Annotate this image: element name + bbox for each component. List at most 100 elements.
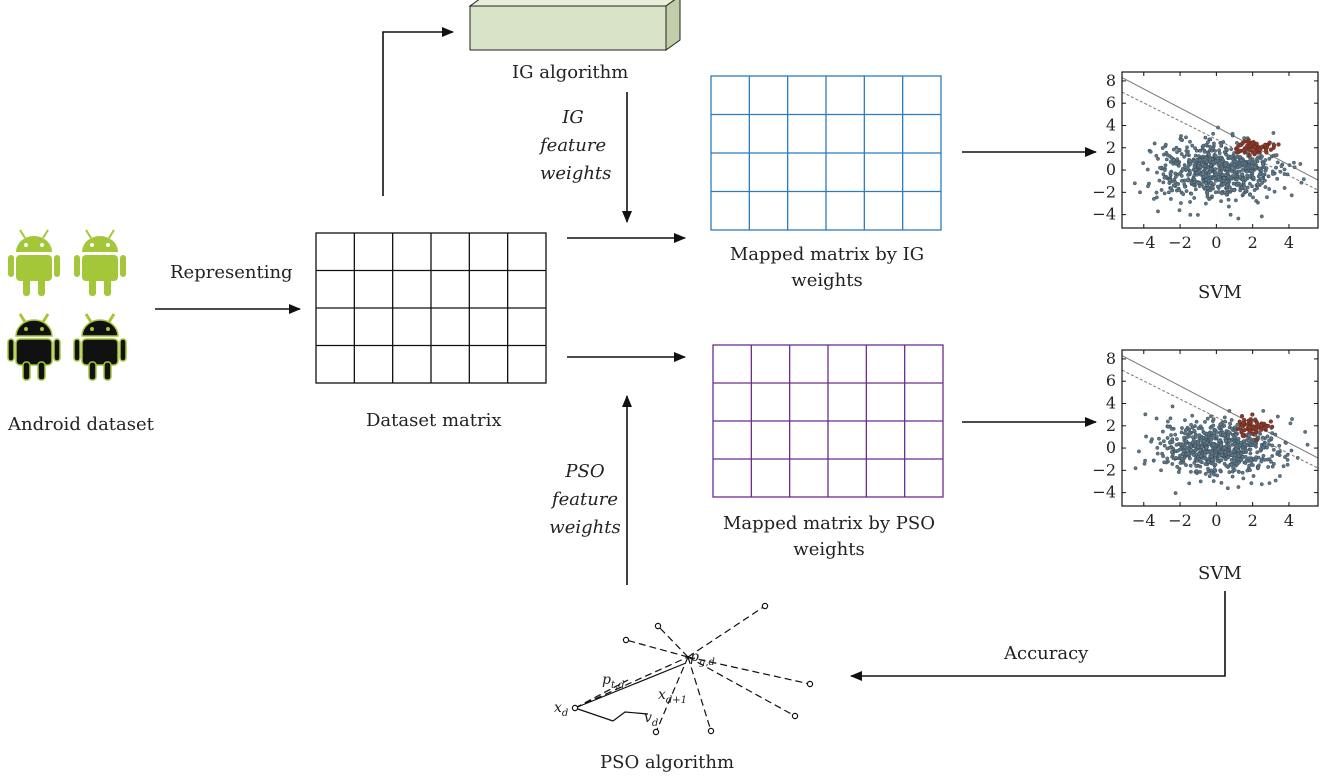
data-point: [1179, 178, 1184, 183]
data-point: [1226, 197, 1231, 202]
x-tick-label: 0: [1211, 511, 1221, 530]
data-point: [1197, 184, 1202, 189]
pso-weights-line-2: feature: [551, 489, 619, 510]
data-point: [1288, 421, 1293, 426]
data-point: [1229, 154, 1234, 159]
data-point: [1195, 458, 1200, 463]
data-point: [1162, 460, 1167, 465]
y-tick-label: 2: [1106, 416, 1116, 435]
data-point: [1186, 178, 1190, 183]
data-point: [1230, 474, 1235, 479]
data-point: [1213, 149, 1218, 153]
data-point: [1254, 444, 1258, 449]
data-point: [1196, 213, 1200, 217]
data-point: [1260, 180, 1265, 185]
data-point: [1256, 463, 1261, 468]
pso-particle: [652, 728, 660, 736]
data-point: [1154, 195, 1159, 200]
data-point: [1185, 152, 1189, 157]
data-point: [1143, 412, 1148, 417]
data-point: [1168, 159, 1173, 164]
data-point: [1138, 190, 1142, 195]
data-point: [1201, 185, 1206, 190]
data-point: [1251, 474, 1256, 478]
data-point: [1231, 449, 1236, 454]
data-point: [1284, 441, 1288, 445]
data-point: [1171, 183, 1176, 188]
data-point: [1175, 150, 1179, 155]
data-point: [1260, 435, 1265, 440]
data-point: [1202, 149, 1207, 154]
data-point: [1190, 143, 1195, 148]
dataset-matrix-label: Dataset matrix: [366, 410, 502, 431]
data-point: [1221, 182, 1226, 187]
data-point: [1202, 453, 1207, 457]
data-point: [1187, 170, 1192, 175]
data-point: [1273, 478, 1278, 483]
y-tick-label: −4: [1092, 205, 1116, 224]
data-point: [1177, 466, 1182, 471]
data-point: [1274, 165, 1278, 170]
mapped-pso-line-2: weights: [793, 539, 865, 560]
cluster-point: [1252, 150, 1257, 155]
android-green-icon: [8, 229, 60, 296]
ig-feature-weights-label: IG feature weights: [540, 104, 611, 188]
cluster-point: [1239, 414, 1245, 419]
data-point: [1183, 439, 1188, 444]
data-point: [1243, 454, 1248, 459]
data-point: [1214, 434, 1219, 439]
data-point: [1277, 443, 1282, 448]
ig-algorithm-box: [468, 0, 681, 51]
symbol-v-d: vd: [644, 710, 658, 729]
cluster-point: [1248, 417, 1253, 422]
cluster-point: [1263, 142, 1268, 148]
data-point: [1271, 172, 1275, 176]
y-tick-label: 6: [1106, 93, 1116, 112]
cluster-point: [1250, 141, 1255, 146]
data-point: [1213, 190, 1218, 195]
y-tick-label: 8: [1106, 71, 1116, 90]
data-point: [1183, 165, 1188, 170]
data-point: [1211, 146, 1216, 151]
data-point: [1224, 463, 1229, 468]
data-point: [1166, 190, 1171, 195]
android-dataset-label: Android dataset: [8, 414, 154, 435]
data-point: [1269, 459, 1273, 464]
data-point: [1270, 431, 1275, 436]
data-point: [1142, 461, 1147, 466]
data-point: [1263, 178, 1267, 183]
x-tick-label: −4: [1132, 511, 1156, 530]
data-point: [1222, 433, 1227, 437]
data-point: [1198, 158, 1202, 162]
data-point: [1238, 188, 1243, 193]
data-point: [1208, 137, 1213, 142]
data-point: [1255, 450, 1260, 455]
data-point: [1209, 437, 1213, 442]
data-point: [1165, 419, 1170, 424]
data-point: [1178, 460, 1183, 465]
data-point: [1201, 143, 1206, 148]
data-point: [1176, 163, 1181, 168]
data-point: [1158, 165, 1162, 170]
data-point: [1236, 470, 1241, 474]
data-point: [1272, 189, 1277, 194]
data-point: [1260, 176, 1264, 181]
data-point: [1193, 435, 1198, 439]
cluster-point: [1246, 137, 1251, 143]
data-point: [1132, 181, 1137, 186]
android-green-icon: [74, 229, 126, 296]
cluster-point: [1255, 421, 1260, 426]
data-point: [1271, 447, 1276, 452]
data-point: [1232, 441, 1237, 446]
data-point: [1160, 146, 1165, 150]
android-black-icon: [73, 313, 127, 381]
data-point: [1289, 193, 1294, 198]
data-point: [1178, 453, 1182, 458]
data-point: [1222, 176, 1226, 181]
data-point: [1263, 185, 1268, 189]
data-point: [1236, 448, 1240, 453]
data-point: [1141, 161, 1146, 166]
data-point: [1165, 436, 1170, 440]
data-point: [1179, 137, 1184, 142]
